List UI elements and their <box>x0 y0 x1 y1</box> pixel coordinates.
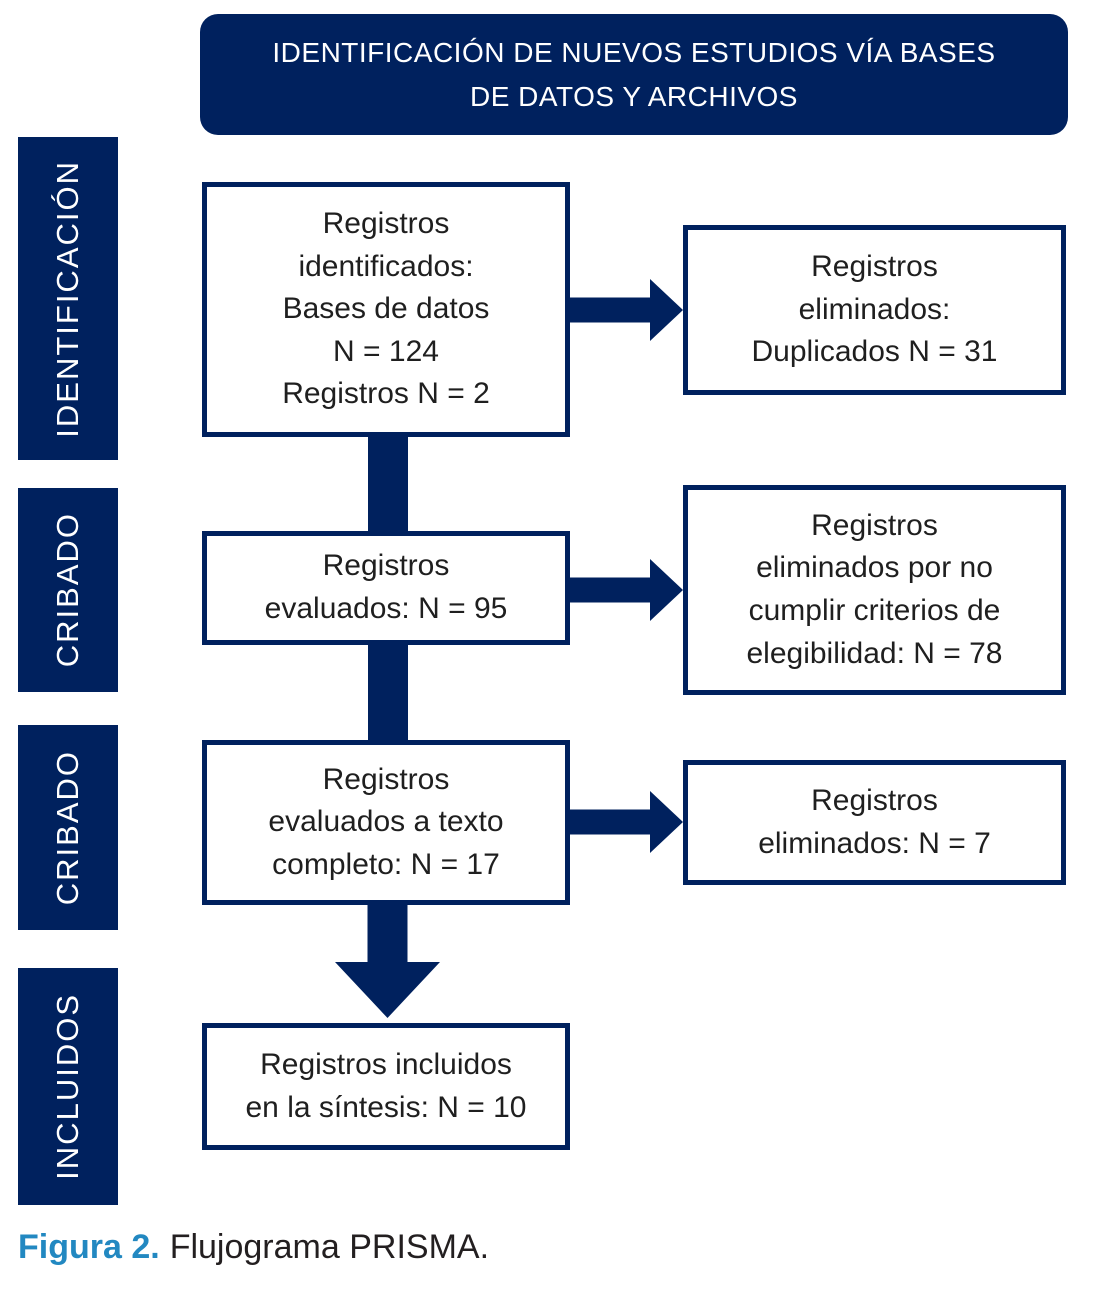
stage-label: CRIBADO <box>50 749 85 906</box>
stage-band-cribado-2: CRIBADO <box>18 725 118 930</box>
right-arrow-icon <box>570 559 683 621</box>
flow-box-registros-evaluados: Registros evaluados: N = 95 <box>202 531 570 645</box>
header-banner: IDENTIFICACIÓN DE NUEVOS ESTUDIOS VÍA BA… <box>200 14 1068 135</box>
stage-label: IDENTIFICACIÓN <box>50 159 85 438</box>
figure-caption-text: Flujograma PRISMA. <box>169 1228 490 1266</box>
stage-band-cribado-1: CRIBADO <box>18 488 118 692</box>
flow-box-eliminados-texto: Registros eliminados: N = 7 <box>683 760 1066 885</box>
stage-label: CRIBADO <box>50 512 85 668</box>
down-arrow-icon <box>335 905 440 1018</box>
right-arrow-icon <box>570 791 683 853</box>
vertical-connector <box>368 645 408 740</box>
stage-band-identificacion: IDENTIFICACIÓN <box>18 137 118 460</box>
vertical-connector <box>368 437 408 531</box>
stage-label: INCLUIDOS <box>50 993 85 1180</box>
flow-box-text: Registros eliminados: Duplicados N = 31 <box>751 250 998 369</box>
stage-band-incluidos: INCLUIDOS <box>18 968 118 1205</box>
flow-box-text: Registros evaluados a texto completo: N … <box>268 762 504 881</box>
flow-box-text: Registros incluidos en la síntesis: N = … <box>245 1047 527 1124</box>
flow-box-eliminados-duplicados: Registros eliminados: Duplicados N = 31 <box>683 225 1066 395</box>
flow-box-text: Registros evaluados: N = 95 <box>264 549 508 625</box>
figure-caption-label: Figura 2. <box>18 1228 160 1266</box>
flow-box-text: Registros eliminados: N = 7 <box>758 783 991 860</box>
flow-box-registros-texto-completo: Registros evaluados a texto completo: N … <box>202 740 570 905</box>
header-title: IDENTIFICACIÓN DE NUEVOS ESTUDIOS VÍA BA… <box>272 37 996 112</box>
flow-box-text: Registros identificados: Bases de datos … <box>282 207 490 411</box>
figure-caption: Figura 2.Flujograma PRISMA. <box>18 1228 489 1267</box>
flow-box-registros-incluidos: Registros incluidos en la síntesis: N = … <box>202 1023 570 1150</box>
flow-box-eliminados-elegibilidad: Registros eliminados por no cumplir crit… <box>683 485 1066 695</box>
right-arrow-icon <box>570 279 683 341</box>
flow-box-registros-identificados: Registros identificados: Bases de datos … <box>202 182 570 437</box>
flow-box-text: Registros eliminados por no cumplir crit… <box>746 508 1003 670</box>
